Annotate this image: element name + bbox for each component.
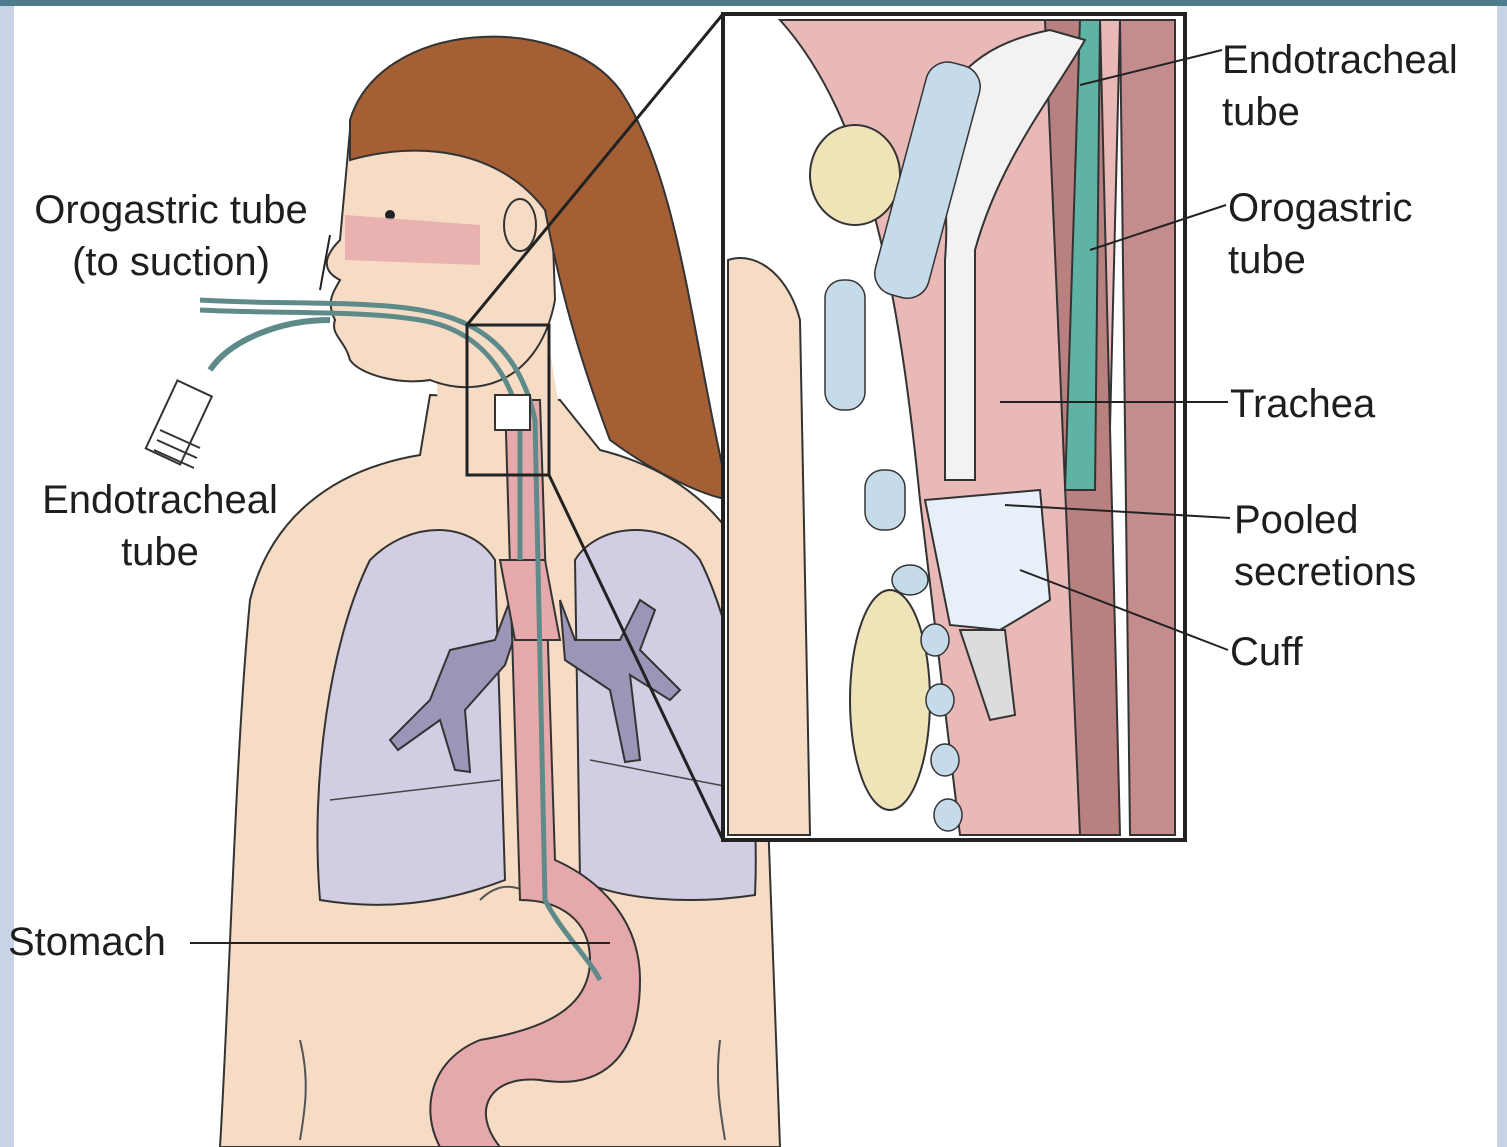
label-pooled-secretions: Pooled secretions: [1234, 494, 1416, 598]
label-orogastric-tube-left: Orogastric tube (to suction): [6, 184, 336, 288]
label-orogastric-tube-right: Orogastric tube: [1228, 182, 1413, 286]
label-cuff: Cuff: [1230, 626, 1303, 678]
endotracheal-connector: [146, 380, 212, 468]
label-endotracheal-tube-left: Endotracheal tube: [10, 474, 310, 578]
label-stomach: Stomach: [8, 916, 166, 968]
label-trachea: Trachea: [1230, 378, 1375, 430]
label-endotracheal-tube-right: Endotracheal tube: [1222, 34, 1458, 138]
inset-detail: [723, 14, 1185, 840]
cuff-small: [495, 395, 530, 430]
